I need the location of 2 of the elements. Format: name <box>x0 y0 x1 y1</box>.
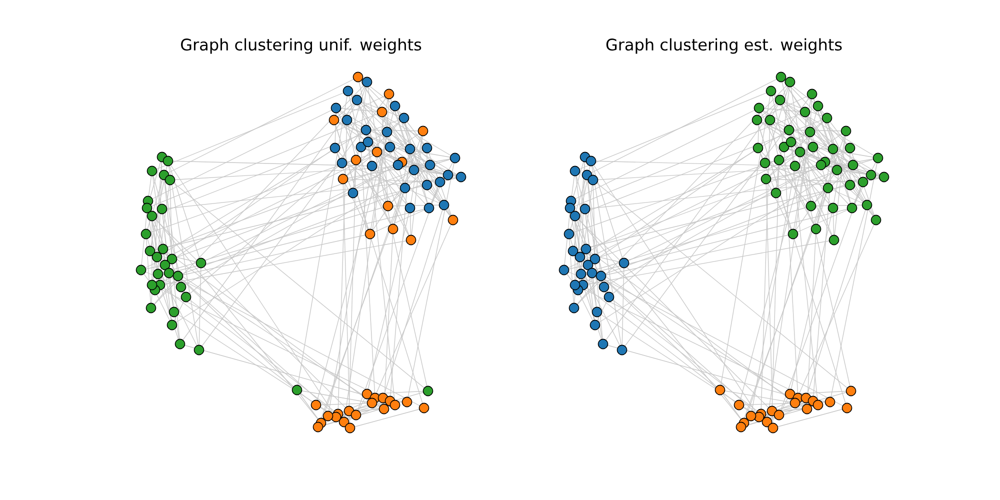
chart-title: Graph clustering unif. weights <box>181 38 422 54</box>
chart-title: Graph clustering est. weights <box>606 38 842 54</box>
